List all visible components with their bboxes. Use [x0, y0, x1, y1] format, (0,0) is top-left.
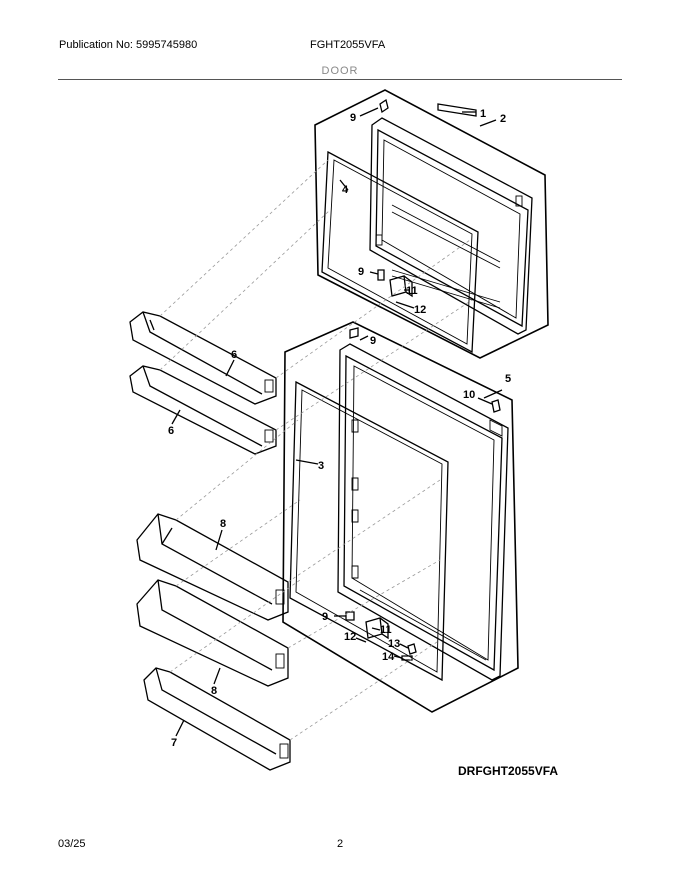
callout-9-freezer-mid: 9: [358, 266, 364, 278]
nameplate-part: [437, 103, 477, 117]
fresh-food-door-part: [337, 343, 509, 681]
callout-7: 7: [171, 737, 177, 749]
publication-number: Publication No: 5995745980: [59, 39, 198, 51]
footer-date: 03/25: [58, 838, 86, 850]
callout-6-lower: 6: [168, 425, 174, 437]
callout-9-fresh-top: 9: [370, 335, 376, 347]
freezer-screw-top: [379, 98, 389, 114]
pin-part: [401, 655, 413, 661]
fresh-screw-bottom: [345, 611, 355, 621]
callout-8-upper: 8: [220, 518, 226, 530]
callout-11-fresh: 11: [380, 624, 392, 636]
callout-14: 14: [382, 651, 395, 663]
freezer-door-group-outline: [314, 89, 549, 359]
callout-3: 3: [318, 460, 324, 472]
projection-lines: [159, 159, 473, 741]
callout-9-freezer-top: 9: [350, 112, 356, 124]
bin-8-upper: [136, 513, 289, 621]
callout-9-fresh-bottom: 9: [322, 611, 328, 623]
drawing-code: DRFGHT2055VFA: [458, 764, 559, 778]
fresh-hinge-block: [365, 617, 389, 640]
section-title: DOOR: [321, 65, 359, 77]
callout-numbers: 1 2 4 9 9 11 12 9 5 10 3 9 11 12 13 14 6…: [168, 108, 511, 749]
callout-5: 5: [505, 373, 511, 385]
fresh-food-door-group-outline: [282, 321, 519, 713]
freezer-gasket-part: [321, 150, 479, 354]
bin-8-lower: [136, 579, 289, 687]
shelf-6-upper: [129, 311, 277, 405]
hinge-cover-part: [491, 399, 501, 413]
callout-8-lower: 8: [211, 685, 217, 697]
callout-1: 1: [480, 108, 486, 120]
callout-10: 10: [463, 389, 475, 401]
callout-6-upper: 6: [231, 349, 237, 361]
stop-part: [407, 643, 417, 655]
callout-12-freezer: 12: [414, 304, 426, 316]
fresh-screw-top: [349, 327, 359, 339]
bin-7: [143, 667, 291, 771]
shelf-6-lower: [129, 365, 277, 455]
callout-13: 13: [388, 638, 400, 650]
fresh-food-gasket-part: [289, 380, 449, 682]
page-number: 2: [337, 838, 344, 850]
callout-4: 4: [342, 184, 349, 196]
freezer-hinge-block: [389, 275, 413, 298]
freezer-door-part: [369, 117, 533, 335]
model-number: FGHT2055VFA: [310, 39, 386, 51]
header-rule: [58, 79, 622, 80]
callout-12-fresh: 12: [344, 631, 356, 643]
freezer-screw-mid: [377, 269, 385, 281]
callout-2: 2: [500, 113, 506, 125]
callout-11-freezer: 11: [406, 285, 418, 297]
